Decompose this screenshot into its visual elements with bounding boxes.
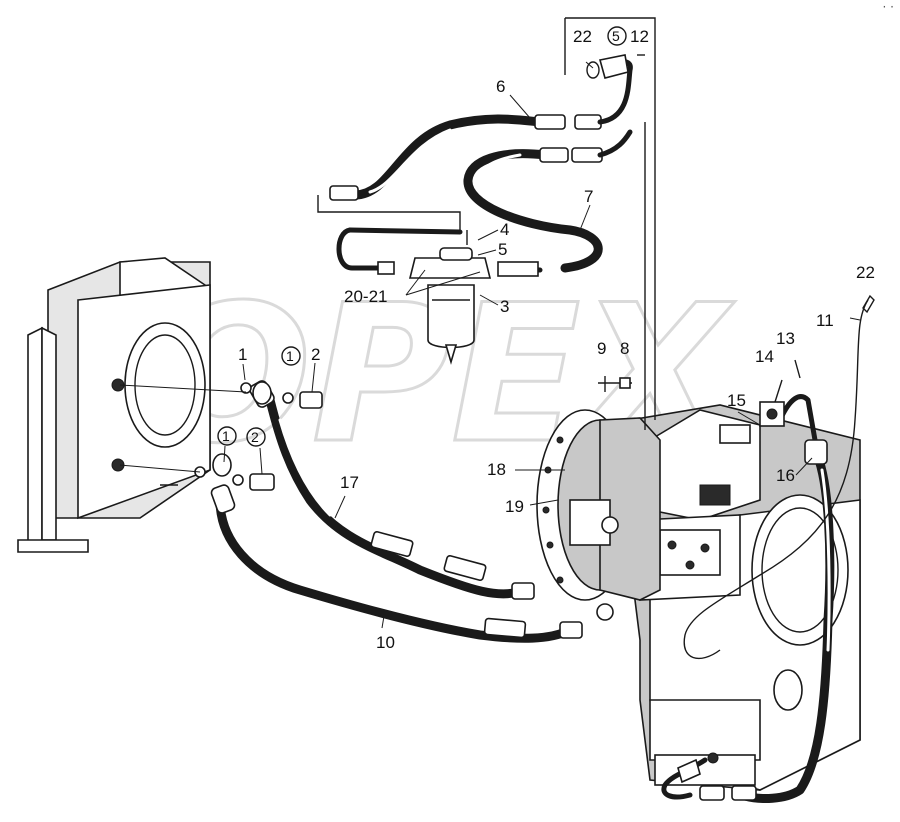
callout-22-right: 22 <box>856 263 875 282</box>
callout-13: 13 <box>776 329 795 348</box>
callout-22-top: 22 <box>573 27 592 46</box>
cable-11 <box>683 299 869 660</box>
callout-4: 4 <box>500 220 509 239</box>
callout-2: 2 <box>311 345 320 364</box>
hose-6 <box>350 114 545 200</box>
callout-11: 11 <box>816 311 834 330</box>
hose-10 <box>215 495 575 643</box>
flange <box>598 54 629 79</box>
hose-7 <box>463 149 603 273</box>
callout-14: 14 <box>755 347 774 366</box>
callout-5-circled: 5 <box>612 28 620 44</box>
callout-15: 15 <box>727 391 746 410</box>
callout-5: 5 <box>498 240 507 259</box>
reference-line-top <box>565 17 656 420</box>
callout-12: 12 <box>630 27 649 46</box>
callout-17: 17 <box>340 473 359 492</box>
callout-16: 16 <box>776 466 795 485</box>
callout-7: 7 <box>584 187 593 206</box>
callout-3: 3 <box>500 297 509 316</box>
callout-2-circled: 2 <box>251 429 259 445</box>
callout-circle <box>607 26 627 46</box>
callout-18: 18 <box>487 460 506 479</box>
callout-20-21: 20-21 <box>344 287 387 306</box>
o-ring <box>586 61 600 79</box>
callout-1-circled: 1 <box>286 348 294 364</box>
torque-converter-housing <box>536 409 661 621</box>
transmission-housing <box>629 404 861 791</box>
hose-17 <box>265 395 530 599</box>
filter-pipe <box>336 227 383 271</box>
callout-labels: 22 5 12 6 7 4 5 20-21 3 22 11 13 14 15 1… <box>217 26 875 652</box>
callout-6: 6 <box>496 77 505 96</box>
callout-1: 1 <box>238 345 247 364</box>
callout-8: 8 <box>620 339 629 358</box>
oil-cooler <box>17 257 211 553</box>
filter-bowl <box>427 284 475 349</box>
filter-head <box>408 257 492 279</box>
corner-mark: · · <box>882 0 894 14</box>
callout-9: 9 <box>597 339 606 358</box>
callout-19: 19 <box>505 497 524 516</box>
callout-1-circled-lower: 1 <box>222 428 230 444</box>
callout-10: 10 <box>376 633 395 652</box>
connector <box>329 185 359 201</box>
